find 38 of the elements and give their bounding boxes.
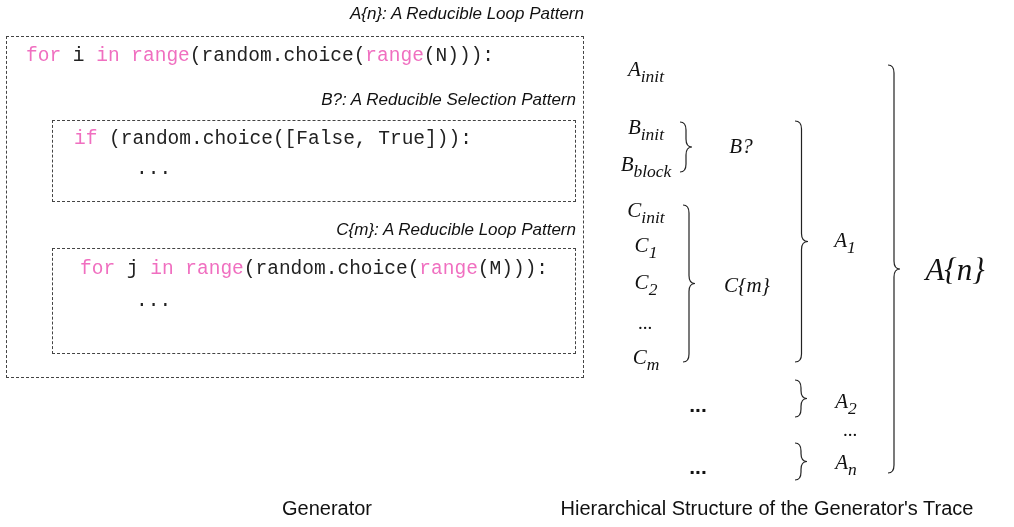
math-label: C$_{1}$ [634,233,658,263]
code-text: j [126,258,139,280]
math-label: B$_{init}$ [627,115,665,145]
pattern-title: A{n}: A Reducible Loop Pattern [349,4,584,24]
code-text: (random.choice( [189,45,366,67]
math-label: A$_{n}$ [835,450,857,480]
code-text: (random.choice( [243,258,420,280]
math-label: ... [637,312,653,334]
pattern-title: B?: A Reducible Selection Pattern [321,90,576,110]
code-text: ... [136,290,172,312]
pattern-title: C{m}: A Reducible Loop Pattern [336,220,576,240]
math-label: A$_{init}$ [627,57,665,87]
math-label: A{n} [925,252,985,288]
code-keyword: range [365,45,424,67]
caption: Generator [281,496,373,520]
math-label: B? [729,133,753,159]
code-text: (M))): [477,258,549,280]
code-text: (N))): [423,45,495,67]
caption: Hierarchical Structure of the Generator's Trace [560,496,974,520]
math-label: C$_{2}$ [634,270,658,300]
code-keyword: range [419,258,478,280]
math-label: C$_{init}$ [627,198,665,228]
math-label: B$_{block}$ [620,152,672,182]
code-keyword: if [74,128,98,150]
code-text: i [72,45,85,67]
math-label: A$_{1}$ [834,228,856,258]
code-text: ... [136,158,172,180]
math-label: ... [842,419,858,441]
math-label: C{m} [724,272,770,298]
math-label: A$_{2}$ [835,389,857,419]
code-keyword: in range [96,45,190,67]
code-keyword: for [26,45,62,67]
code-keyword: in range [150,258,244,280]
ellipsis: ... [689,455,707,479]
ellipsis: ... [689,393,707,417]
math-label: C$_{m}$ [632,345,660,375]
code-keyword: for [80,258,116,280]
code-text: (random.choice([False, True])): [109,128,472,150]
